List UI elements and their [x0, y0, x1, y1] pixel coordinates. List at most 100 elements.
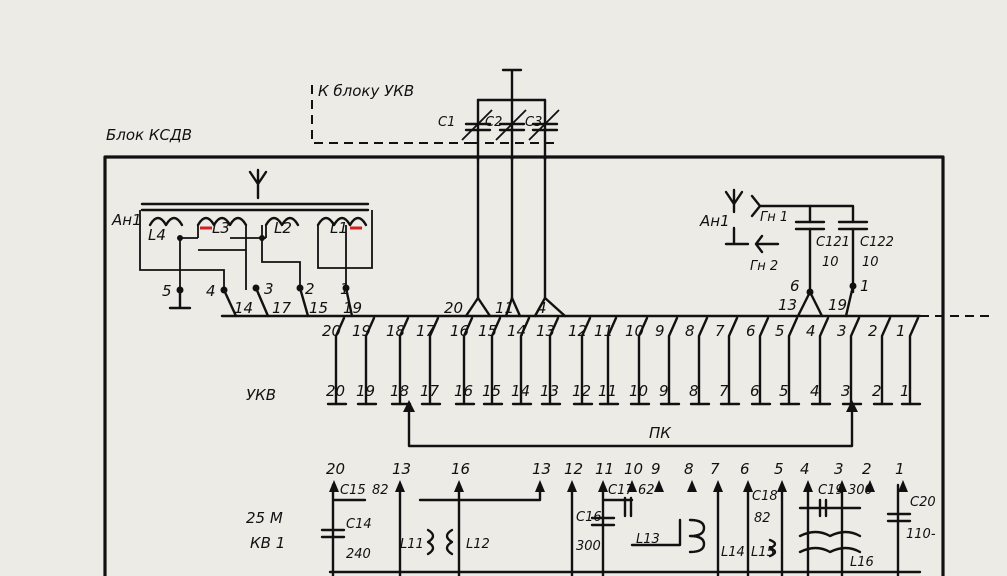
jack-gn1-label: Гн 1	[760, 210, 788, 225]
lower-contact-number: 8	[689, 382, 699, 400]
c19-label: C19	[818, 483, 844, 498]
lower-contact-number: 7	[719, 382, 729, 400]
upper-contact-number: 3	[837, 322, 847, 340]
lower-contact-number: 20	[326, 382, 345, 400]
c17-label: C17	[608, 483, 634, 498]
capacitor-bus: 20 11 4	[444, 155, 567, 318]
kv1-terminal-number: 16	[451, 460, 470, 478]
kv1-terminal-number: 5	[774, 460, 784, 478]
coil-l2: L2	[274, 219, 292, 237]
pin-3: 3	[264, 280, 274, 298]
c122-label: C122	[860, 235, 894, 250]
upper-contact	[637, 316, 649, 406]
antenna-label: Ан1	[111, 211, 142, 229]
lower-contact-number: 11	[598, 382, 617, 400]
jack-antenna-label: Ан1	[699, 212, 730, 230]
block-label: Блок КСДВ	[106, 126, 192, 144]
block-frame: Блок КСДВ	[103, 126, 945, 576]
upper-contact	[548, 316, 560, 406]
contact-19-right: 19	[828, 296, 847, 314]
kv1-terminal-number: 8	[684, 460, 694, 478]
upper-contact-number: 20	[322, 322, 341, 340]
kv1-name: КВ 1	[250, 534, 285, 552]
lower-contact-number: 13	[540, 382, 559, 400]
coil-l1: L1	[330, 219, 348, 237]
lower-contact-number: 19	[356, 382, 375, 400]
c2-label: C2	[485, 115, 502, 130]
contact-17: 17	[272, 299, 292, 317]
lower-contact-number: 5	[779, 382, 789, 400]
lower-contact-number: 14	[511, 382, 530, 400]
upper-contact	[880, 316, 892, 406]
top-capacitors: C1 C2 C3	[438, 68, 560, 162]
kv1-terminal-number: 20	[326, 460, 345, 478]
c19-value: 300	[848, 483, 873, 498]
upper-contact	[758, 316, 770, 406]
upper-contact	[908, 316, 920, 406]
kv1-terminal-number: 13	[532, 460, 551, 478]
upper-contact-number: 6	[746, 322, 756, 340]
lower-contact-number: 3	[841, 382, 851, 400]
contact-19: 19	[343, 299, 362, 317]
bus-label-11: 11	[495, 299, 514, 317]
c121-value: 10	[822, 255, 839, 270]
upper-contact-number: 8	[685, 322, 695, 340]
upper-contact-number: 7	[715, 322, 725, 340]
antenna-coils: Ан1 L4 L3 L2 L1 5 4 3 2 1 14 17 15 19	[111, 168, 373, 318]
ukv-link-label: К блоку УКВ	[318, 82, 414, 100]
upper-contact-number: 19	[352, 322, 371, 340]
upper-contact	[606, 316, 618, 406]
l12-label: L12	[466, 537, 490, 552]
lower-contact-number: 6	[750, 382, 760, 400]
contact-13-right: 13	[778, 296, 797, 314]
pin-4: 4	[206, 282, 216, 300]
pin-1-right: 1	[860, 277, 870, 295]
upper-contact-number: 14	[507, 322, 526, 340]
upper-contact-number: 10	[625, 322, 644, 340]
lower-contact-number: 15	[482, 382, 501, 400]
kv1-terminal-number: 1	[895, 460, 905, 478]
coil-l4: L4	[148, 226, 166, 244]
upper-contact-number: 12	[568, 322, 587, 340]
kv1-terminal-number: 7	[710, 460, 720, 478]
l16-label: L16	[850, 555, 874, 570]
bus-label-4: 4	[537, 299, 547, 317]
l15-label: L15	[751, 545, 775, 560]
lower-contact-number: 17	[420, 382, 440, 400]
l14-label: L14	[721, 545, 745, 560]
upper-contact	[580, 316, 592, 406]
coil-l3: L3	[212, 219, 230, 237]
ukv-row-label: УКВ	[246, 386, 276, 404]
contact-15: 15	[309, 299, 328, 317]
lower-contact-number: 12	[572, 382, 591, 400]
upper-contact	[667, 316, 679, 406]
upper-contact-number: 11	[594, 322, 613, 340]
kv1-terminal-number: 12	[564, 460, 583, 478]
kv1-terminal-number: 10	[624, 460, 643, 478]
contact-14: 14	[234, 299, 253, 317]
bus-label-20: 20	[444, 299, 463, 317]
c16-label: C16	[576, 510, 602, 525]
pk-label: ПК	[649, 424, 672, 442]
l11-label: L11	[400, 537, 424, 552]
pin-2: 2	[305, 280, 315, 298]
upper-contact	[849, 316, 861, 406]
upper-contact-number: 9	[655, 322, 665, 340]
upper-contact-number: 5	[775, 322, 785, 340]
kv1-terminal-number: 9	[651, 460, 661, 478]
kv1-terminal-number: 3	[834, 460, 844, 478]
c122-value: 10	[862, 255, 879, 270]
lower-contact-number: 10	[629, 382, 648, 400]
kv1-band: 25 М	[246, 509, 283, 527]
kv1-terminal-arrow	[898, 480, 908, 492]
c3-label: C3	[525, 115, 542, 130]
upper-contact	[727, 316, 739, 406]
kv1-terminal-number: 11	[595, 460, 614, 478]
upper-contact	[462, 316, 474, 406]
c15-label: C15	[340, 483, 366, 498]
upper-contact	[398, 316, 410, 406]
upper-contact-number: 15	[478, 322, 497, 340]
pin-5: 5	[162, 282, 172, 300]
upper-contact	[334, 316, 346, 406]
